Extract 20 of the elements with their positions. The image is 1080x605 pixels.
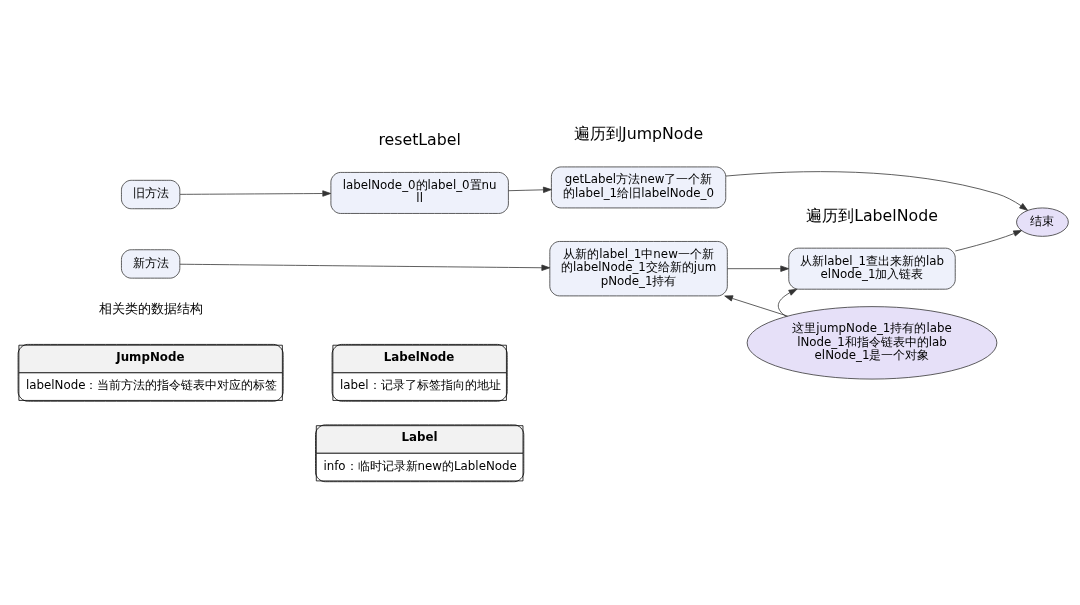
arrow: [726, 265, 790, 272]
arrow: [955, 229, 1022, 251]
arrow: [508, 186, 552, 193]
label: resetLabel: [378, 129, 461, 149]
node-box: 从新label_1查出来新的labelNode_1加入链表: [788, 247, 956, 290]
node-box: 从新的label_1中new一个新的labelNode_1交给新的jumpNode_1持有: [549, 240, 728, 296]
arrow: [179, 189, 332, 197]
node-ellipse: 结束: [1016, 207, 1069, 237]
node-box: getLabel方法new了一个新的label_1给旧labelNode_0: [551, 166, 727, 208]
label: 遍历到LabelNode: [806, 205, 938, 225]
node-box: 旧方法: [121, 179, 181, 209]
label: 相关类的数据结构: [98, 300, 203, 316]
arrow: [179, 263, 551, 271]
node-box: labelNode_0的label_0置null: [330, 171, 509, 214]
node-box: 新方法: [121, 248, 181, 279]
arrow: [777, 288, 798, 317]
label: 遍历到JumpNode: [574, 123, 704, 143]
arrow: [724, 294, 788, 316]
arrow: [725, 170, 1028, 211]
node-ellipse: 这里jumpNode_1持有的labelNode_1和指令链表中的labelNode_1是一个对象: [746, 305, 998, 379]
